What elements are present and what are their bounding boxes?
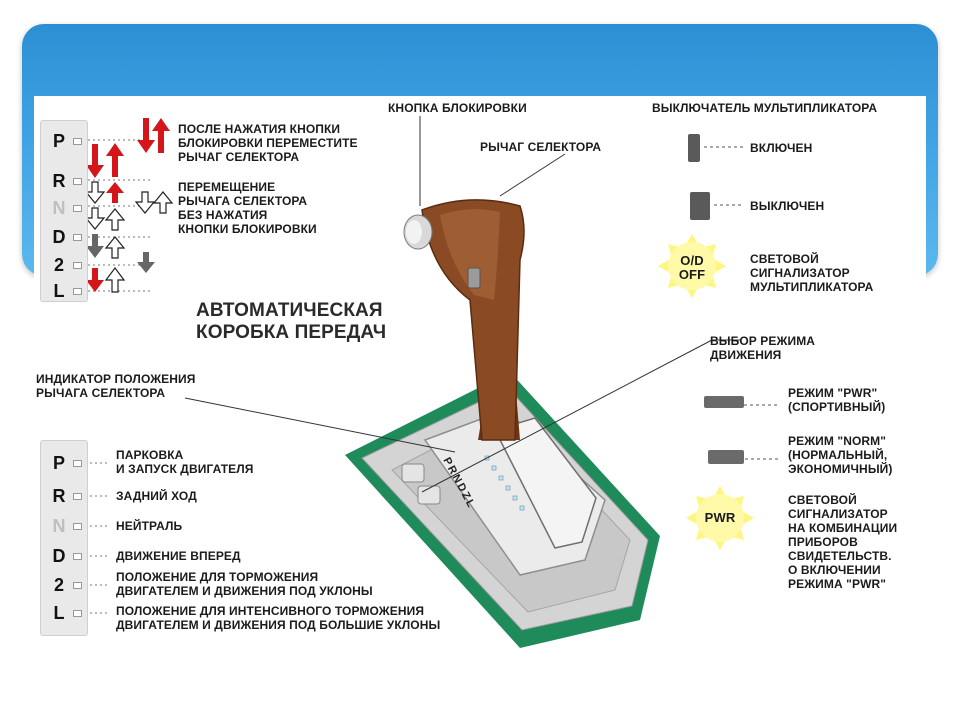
gear-r: R [52, 486, 66, 506]
gear-led [73, 138, 82, 145]
gear-desc-l: ПОЛОЖЕНИЕ ДЛЯ ИНТЕНСИВНОГО ТОРМОЖЕНИЯ ДВ… [116, 604, 441, 632]
gear-n: N [52, 516, 66, 536]
overdrive-switch-title: ВЫКЛЮЧАТЕЛЬ МУЛЬТИПЛИКАТОРА [652, 101, 878, 115]
norm-mode-label: РЕЖИМ "NORM" (НОРМАЛЬНЫЙ, ЭКОНОМИЧНЫЙ) [788, 434, 893, 476]
overdrive-switch-on-icon [688, 134, 700, 162]
pwr-lamp-label: СВЕТОВОЙ СИГНАЛИЗАТОР НА КОМБИНАЦИИ ПРИБ… [788, 493, 898, 591]
white-down-arrow-icon [84, 207, 106, 230]
gear-led [73, 582, 82, 589]
white-up-arrow-icon [104, 236, 126, 259]
mode-button-on-console-2 [417, 485, 441, 505]
gear-led [73, 288, 82, 295]
pwr-mode-label: РЕЖИМ "PWR" (СПОРТИВНЫЙ) [788, 386, 886, 414]
arrows-with-button [86, 118, 170, 292]
od-off-lamp-text: O/D OFF [678, 253, 706, 282]
gear-desc-2: ПОЛОЖЕНИЕ ДЛЯ ТОРМОЖЕНИЯ ДВИГАТЕЛЕМ И ДВ… [116, 570, 373, 598]
gear-led [73, 178, 82, 185]
arrows-gray [86, 234, 155, 273]
overdrive-off-label: ВЫКЛЮЧЕН [750, 199, 825, 213]
norm-mode-button-icon [708, 450, 744, 464]
gear-led [73, 553, 82, 560]
position-indicator-label: ИНДИКАТОР ПОЛОЖЕНИЯ РЫЧАГА СЕЛЕКТОРА [36, 372, 196, 400]
selector-lever-handle [421, 199, 525, 441]
gear-led [73, 460, 82, 467]
diagram-title: АВТОМАТИЧЕСКАЯ КОРОБКА ПЕРЕДАЧ [196, 300, 387, 343]
gear-p: P [52, 453, 65, 473]
selector-lever-label: РЫЧАГ СЕЛЕКТОРА [480, 140, 602, 154]
without-button-caption: ПЕРЕМЕЩЕНИЕ РЫЧАГА СЕЛЕКТОРА БЕЗ НАЖАТИЯ… [178, 180, 317, 236]
lower-gear-indicator: P R N D 2 L [40, 440, 88, 636]
lever-highlight [440, 209, 500, 300]
gear-d: D [52, 546, 66, 566]
shift-gate [493, 417, 597, 549]
gear-2: 2 [53, 575, 64, 595]
mode-select-label: ВЫБОР РЕЖИМА ДВИЖЕНИЯ [710, 334, 816, 362]
with-button-caption: ПОСЛЕ НАЖАТИЯ КНОПКИ БЛОКИРОВКИ ПЕРЕМЕСТ… [178, 122, 358, 164]
red-down-arrow-icon [137, 118, 155, 153]
lock-button-label: КНОПКА БЛОКИРОВКИ [388, 101, 527, 115]
white-down-arrow-icon [84, 181, 106, 204]
pwr-mode-button-icon [704, 396, 744, 408]
white-down-arrow-icon [134, 191, 156, 214]
mode-button-on-console [401, 463, 425, 483]
leader-lines [184, 116, 740, 493]
gear-desc-n: НЕЙТРАЛЬ [116, 519, 183, 533]
lock-button-face [406, 220, 422, 244]
gear-led [73, 205, 82, 212]
white-up-arrow-icon [104, 267, 126, 293]
dashed-connectors [704, 146, 780, 460]
red-up-arrow-icon [152, 118, 170, 153]
gear-desc-r: ЗАДНИЙ ХОД [116, 489, 197, 503]
gear-desc-p: ПАРКОВКА И ЗАПУСК ДВИГАТЕЛЯ [116, 448, 254, 476]
gear-led [73, 523, 82, 530]
white-up-arrow-icon [104, 208, 126, 231]
gear-l: L [53, 603, 65, 623]
pwr-lamp-icon [686, 486, 754, 550]
upper-gear-indicator: P R N D 2 L [40, 120, 88, 302]
gear-led [73, 610, 82, 617]
gear-led [73, 234, 82, 241]
red-down-arrow-icon [86, 144, 104, 178]
gear-d: D [52, 227, 66, 247]
gear-2: 2 [53, 255, 64, 275]
od-lamp-label: СВЕТОВОЙ СИГНАЛИЗАТОР МУЛЬТИПЛИКАТОРА [750, 252, 874, 294]
gear-p: P [52, 131, 65, 151]
lower-legend-dashes [90, 462, 110, 614]
overdrive-button-on-lever [467, 267, 481, 289]
overdrive-on-label: ВКЛЮЧЕН [750, 141, 813, 155]
overdrive-switch-off-icon [690, 192, 710, 220]
arrows-without-button [84, 181, 174, 293]
red-down-arrow-icon [86, 268, 104, 292]
gear-desc-d: ДВИЖЕНИЕ ВПЕРЕД [116, 549, 241, 563]
pwr-lamp-text: PWR [704, 510, 736, 525]
gray-down-arrow-icon [137, 252, 155, 273]
gear-l: L [53, 281, 65, 301]
gear-led [73, 262, 82, 269]
red-up-arrow-icon [106, 182, 124, 203]
gear-r: R [52, 171, 66, 191]
white-up-arrow-icon [152, 191, 174, 214]
od-off-lamp-icon [658, 234, 726, 298]
gear-n: N [52, 198, 66, 218]
gray-down-arrow-icon [86, 234, 104, 258]
red-up-arrow-icon [106, 143, 124, 177]
gear-led [73, 493, 82, 500]
